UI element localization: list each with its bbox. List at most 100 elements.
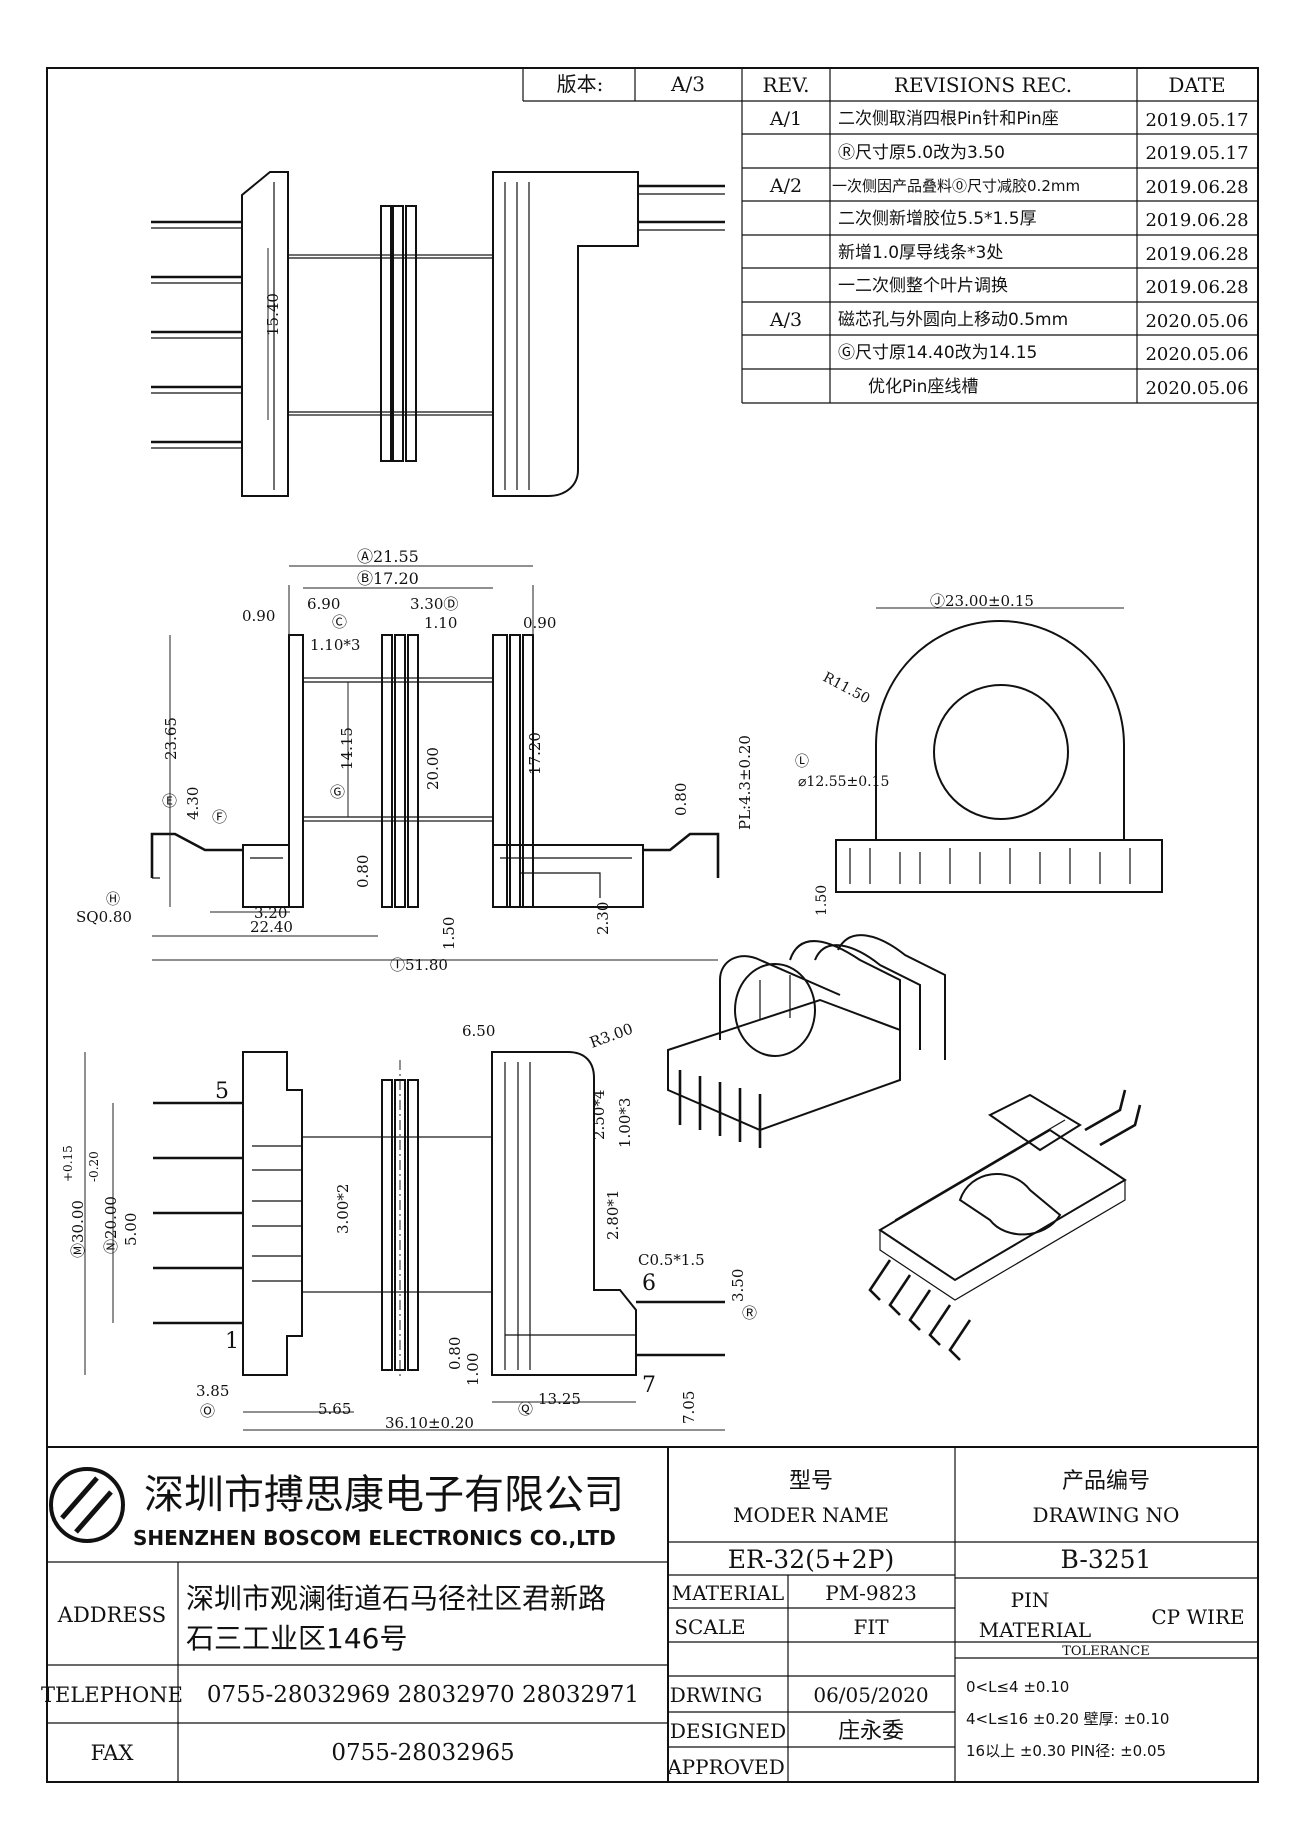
svg-text:Ⓗ: Ⓗ xyxy=(106,892,120,908)
version-value: A/3 xyxy=(670,72,705,96)
svg-text:3.00*2: 3.00*2 xyxy=(334,1184,352,1234)
svg-text:23.65: 23.65 xyxy=(162,717,180,760)
designed-value: 庄永委 xyxy=(838,1719,904,1744)
svg-text:Ⓕ: Ⓕ xyxy=(212,808,227,826)
model-label-cn: 型号 xyxy=(789,1469,833,1494)
svg-text:20.00: 20.00 xyxy=(424,747,442,790)
rev-cell: A/1 xyxy=(769,108,802,130)
header-revisions: REVISIONS REC. xyxy=(894,73,1072,97)
revision-text: 一二次侧整个叶片调换 xyxy=(838,276,1008,296)
svg-text:3.50: 3.50 xyxy=(729,1269,747,1302)
svg-text:Ⓠ: Ⓠ xyxy=(518,1400,533,1418)
pin-material-label-1: PIN xyxy=(1011,1588,1050,1612)
svg-text:2.80*1: 2.80*1 xyxy=(604,1190,622,1240)
svg-text:1.10*3: 1.10*3 xyxy=(310,636,360,654)
pin-label-6: 6 xyxy=(642,1271,656,1296)
svg-text:⌀12.55±0.15: ⌀12.55±0.15 xyxy=(798,774,889,790)
address-label: ADDRESS xyxy=(57,1603,166,1627)
fax-label: FAX xyxy=(91,1741,134,1765)
svg-text:1.00: 1.00 xyxy=(464,1353,482,1386)
telephone-label: TELEPHONE xyxy=(41,1683,183,1707)
version-label: 版本: xyxy=(557,72,604,96)
svg-text:Ⓐ21.55: Ⓐ21.55 xyxy=(357,547,419,566)
revision-date: 2020.05.06 xyxy=(1145,378,1248,399)
svg-text:Ⓑ17.20: Ⓑ17.20 xyxy=(357,569,419,588)
designed-label: DESIGNED xyxy=(670,1719,786,1743)
svg-text:Ⓙ23.00±0.15: Ⓙ23.00±0.15 xyxy=(930,592,1034,610)
revision-date: 2019.06.28 xyxy=(1145,277,1248,298)
svg-text:0.90: 0.90 xyxy=(242,607,275,625)
revision-text: 优化Pin座线槽 xyxy=(868,377,978,397)
pin-label-5: 5 xyxy=(215,1079,229,1104)
svg-text:Ⓖ: Ⓖ xyxy=(330,783,345,801)
svg-text:-0.20: -0.20 xyxy=(87,1151,101,1182)
svg-text:Ⓘ51.80: Ⓘ51.80 xyxy=(390,956,448,974)
pin-label-1: 1 xyxy=(225,1329,239,1354)
svg-text:1.50: 1.50 xyxy=(814,885,830,916)
scale-label: SCALE xyxy=(674,1615,745,1639)
revision-date: 2019.06.28 xyxy=(1145,177,1248,198)
approved-label: APPROVED xyxy=(666,1755,785,1779)
rev-cell: A/3 xyxy=(769,309,802,331)
drawing-label-en: DRAWING NO xyxy=(1033,1503,1180,1527)
pin-material-label-2: MATERIAL xyxy=(979,1618,1091,1642)
svg-text:3.20: 3.20 xyxy=(254,904,287,922)
svg-text:Ⓝ20.00: Ⓝ20.00 xyxy=(102,1196,120,1254)
company-name-cn: 深圳市搏思康电子有限公司 xyxy=(144,1472,624,1518)
svg-text:0.90: 0.90 xyxy=(523,614,556,632)
revision-text: 新增1.0厚导线条*3处 xyxy=(838,243,1003,263)
isometric-view-2 xyxy=(868,1089,1142,1361)
svg-text:Ⓔ: Ⓔ xyxy=(162,792,177,810)
revision-text: 一次侧因产品叠料⓪尺寸减胶0.2mm xyxy=(832,177,1080,195)
model-label-en: MODER NAME xyxy=(733,1503,889,1527)
svg-text:+0.15: +0.15 xyxy=(61,1145,75,1182)
svg-text:Ⓜ30.00: Ⓜ30.00 xyxy=(69,1200,87,1258)
fax-value: 0755-28032965 xyxy=(331,1740,514,1766)
material-value: PM-9823 xyxy=(825,1581,917,1605)
svg-text:1.50: 1.50 xyxy=(440,917,458,950)
svg-text:22.40: 22.40 xyxy=(250,918,293,936)
drawing-label-cn: 产品编号 xyxy=(1062,1469,1150,1494)
pin-material-value: CP WIRE xyxy=(1151,1605,1244,1629)
header-rev: REV. xyxy=(763,73,810,97)
svg-text:R3.00: R3.00 xyxy=(587,1020,635,1052)
svg-text:7.05: 7.05 xyxy=(680,1391,698,1424)
revision-date: 2019.06.28 xyxy=(1145,210,1248,231)
pin-label-7: 7 xyxy=(642,1373,656,1398)
drawing-date: 06/05/2020 xyxy=(813,1683,928,1707)
model-value: ER-32(5+2P) xyxy=(728,1545,894,1574)
scale-value: FIT xyxy=(853,1615,889,1639)
svg-text:1.00*3: 1.00*3 xyxy=(616,1098,634,1148)
revision-table: 版本: A/3 REV. REVISIONS REC. DATE A/1 二次侧… xyxy=(522,68,1258,404)
svg-text:0.80: 0.80 xyxy=(672,783,690,816)
sheet-border xyxy=(46,67,1259,1783)
svg-text:15.40: 15.40 xyxy=(264,293,282,336)
svg-text:17.20: 17.20 xyxy=(526,732,544,775)
svg-text:0.80: 0.80 xyxy=(446,1337,464,1370)
svg-text:3.85: 3.85 xyxy=(196,1382,229,1400)
svg-text:Ⓞ: Ⓞ xyxy=(200,1402,215,1420)
svg-text:R11.50: R11.50 xyxy=(820,669,872,707)
revision-date: 2020.05.06 xyxy=(1145,344,1248,365)
revision-text: Ⓖ尺寸原14.40改为14.15 xyxy=(838,343,1037,363)
title-block: 深圳市搏思康电子有限公司 SHENZHEN BOSCOM ELECTRONICS… xyxy=(41,1446,1258,1782)
material-label: MATERIAL xyxy=(672,1581,784,1605)
drawing-by-label: DRWING xyxy=(670,1683,763,1707)
rev-cell: A/2 xyxy=(769,175,802,197)
revision-text: Ⓡ尺寸原5.0改为3.50 xyxy=(838,143,1005,163)
svg-text:4.30: 4.30 xyxy=(184,787,202,820)
svg-text:14.15: 14.15 xyxy=(338,727,356,770)
address-line-2: 石三工业区146号 xyxy=(186,1622,407,1655)
tolerance-label: TOLERANCE xyxy=(1062,1644,1149,1659)
svg-text:2.30: 2.30 xyxy=(594,902,612,935)
tolerance-line-3: 16以上 ±0.30 PIN径: ±0.05 xyxy=(966,1742,1166,1760)
svg-text:36.10±0.20: 36.10±0.20 xyxy=(385,1414,474,1432)
telephone-value: 0755-28032969 28032970 28032971 xyxy=(207,1682,639,1708)
side-view: Ⓙ23.00±0.15 R11.50 Ⓛ ⌀12.55±0.15 1.50 xyxy=(795,592,1163,916)
svg-text:Ⓒ: Ⓒ xyxy=(332,613,347,631)
revision-text: 二次侧取消四根Pin针和Pin座 xyxy=(838,109,1059,129)
revision-date: 2020.05.06 xyxy=(1145,311,1248,332)
svg-text:1.10: 1.10 xyxy=(424,614,457,632)
tolerance-line-1: 0<L≤4 ±0.10 xyxy=(966,1678,1069,1696)
